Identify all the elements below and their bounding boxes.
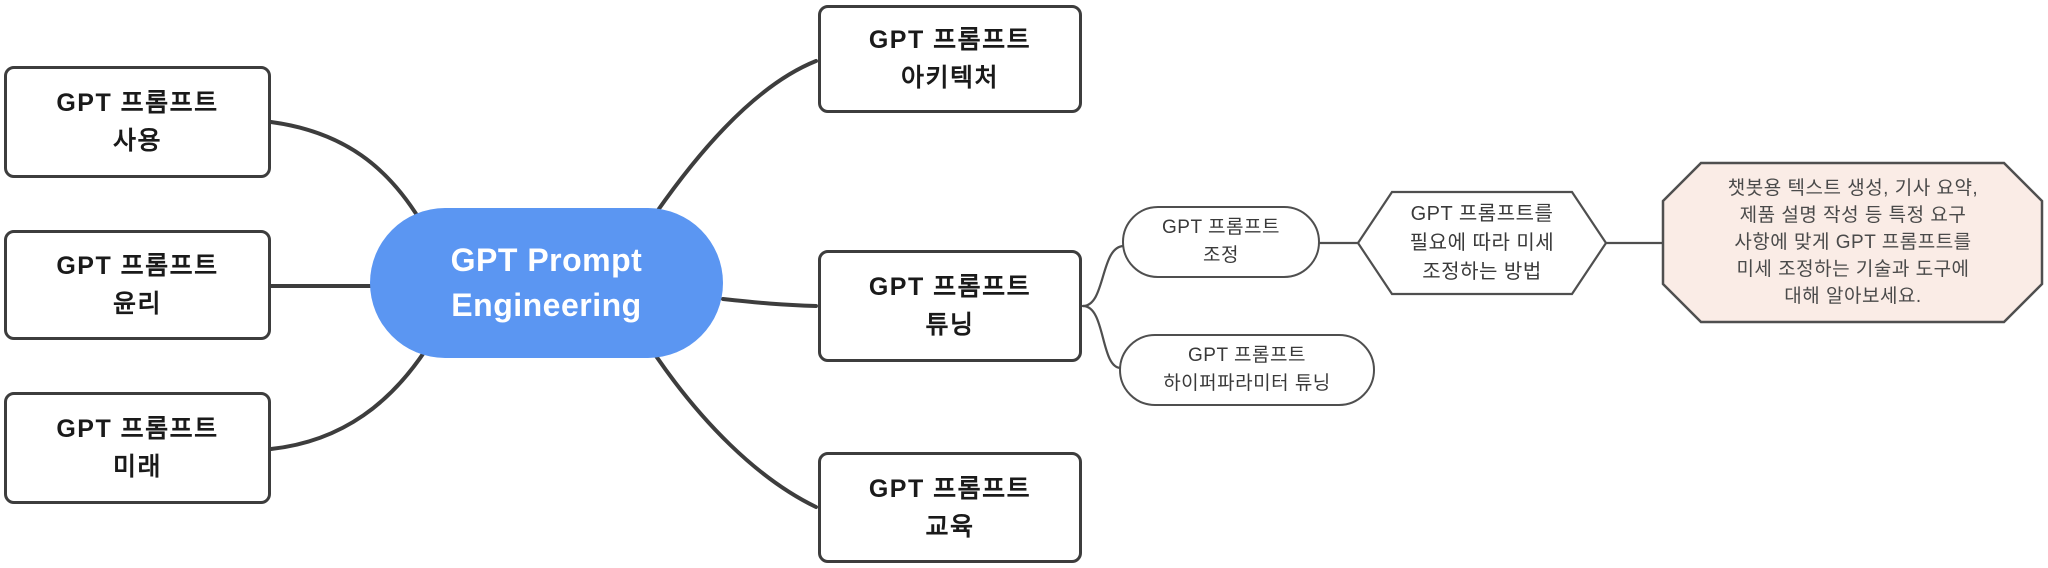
node-prompt-hyperparameter-tuning[interactable]: GPT 프롬프트 하이퍼파라미터 튜닝 [1119,334,1375,406]
node-label-line: GPT 프롬프트 [1162,217,1280,238]
node-label-line: 미래 [112,453,162,481]
node-label-line: 윤리 [112,290,162,318]
edge-future-to-center [269,349,427,451]
node-prompt-architecture[interactable]: GPT 프롬프트 아키텍처 [818,5,1082,113]
edge-usage-to-center [269,120,422,222]
node-label-line: 조정 [1203,245,1239,266]
node-label-line: 제품 설명 작성 등 특정 요구 [1739,205,1967,226]
node-fine-tuning-method[interactable]: GPT 프롬프트를 필요에 따라 미세 조정하는 방법 [1370,196,1594,290]
edge-tuning-to-hyperparameter [1081,304,1123,370]
node-label-line: Engineering [451,287,642,323]
node-label-line: 튜닝 [925,311,975,339]
hexagon-shape [1356,190,1608,296]
node-label-line: 아키텍처 [900,64,999,92]
node-center-gpt-prompt-engineering[interactable]: GPT Prompt Engineering [370,208,723,358]
node-label-line: GPT 프롬프트 [56,252,219,280]
edge-center-to-education [654,354,818,509]
node-label-line: GPT 프롬프트를 [1410,202,1554,225]
node-label-line: GPT 프롬프트 [868,273,1032,301]
node-prompt-usage[interactable]: GPT 프롬프트 사용 [4,66,271,178]
node-label-line: GPT 프롬프트 [868,474,1032,503]
node-label-line: 필요에 따라 미세 [1409,231,1555,254]
octagon-shape [1661,161,2044,324]
node-label-line: GPT 프롬프트 [56,415,219,443]
node-label-line: 사항에 맞게 GPT 프롬프트를 [1734,232,1972,253]
edge-tuning-to-adjustment [1081,244,1126,308]
node-label-line: 챗봇용 텍스트 생성, 기사 요약, [1727,178,1979,199]
node-prompt-tuning[interactable]: GPT 프롬프트 튜닝 [818,250,1082,362]
node-label-line: 하이퍼파라미터 튜닝 [1163,373,1331,394]
node-label-line: 대해 알아보세요. [1784,286,1922,307]
node-label-line: GPT 프롬프트 [56,89,219,117]
node-label-line: GPT Prompt [450,242,643,278]
edge-center-to-tuning [721,297,818,308]
node-prompt-adjustment[interactable]: GPT 프롬프트 조정 [1122,206,1320,278]
node-label-line: 사용 [112,127,162,155]
node-label-line: GPT 프롬프트 [868,26,1032,54]
node-label-line: 조정하는 방법 [1422,260,1542,283]
node-label-line: GPT 프롬프트 [1188,345,1306,366]
node-prompt-education[interactable]: GPT 프롬프트 교육 [818,452,1082,563]
node-label-line: 미세 조정하는 기술과 도구에 [1736,259,1970,280]
edge-center-to-architecture [654,59,818,215]
node-fine-tuning-description[interactable]: 챗봇용 텍스트 생성, 기사 요약, 제품 설명 작성 등 특정 요구 사항에 … [1678,163,2028,322]
node-label-line: 교육 [925,512,975,541]
node-prompt-future[interactable]: GPT 프롬프트 미래 [4,392,271,504]
node-prompt-ethics[interactable]: GPT 프롬프트 윤리 [4,230,271,340]
